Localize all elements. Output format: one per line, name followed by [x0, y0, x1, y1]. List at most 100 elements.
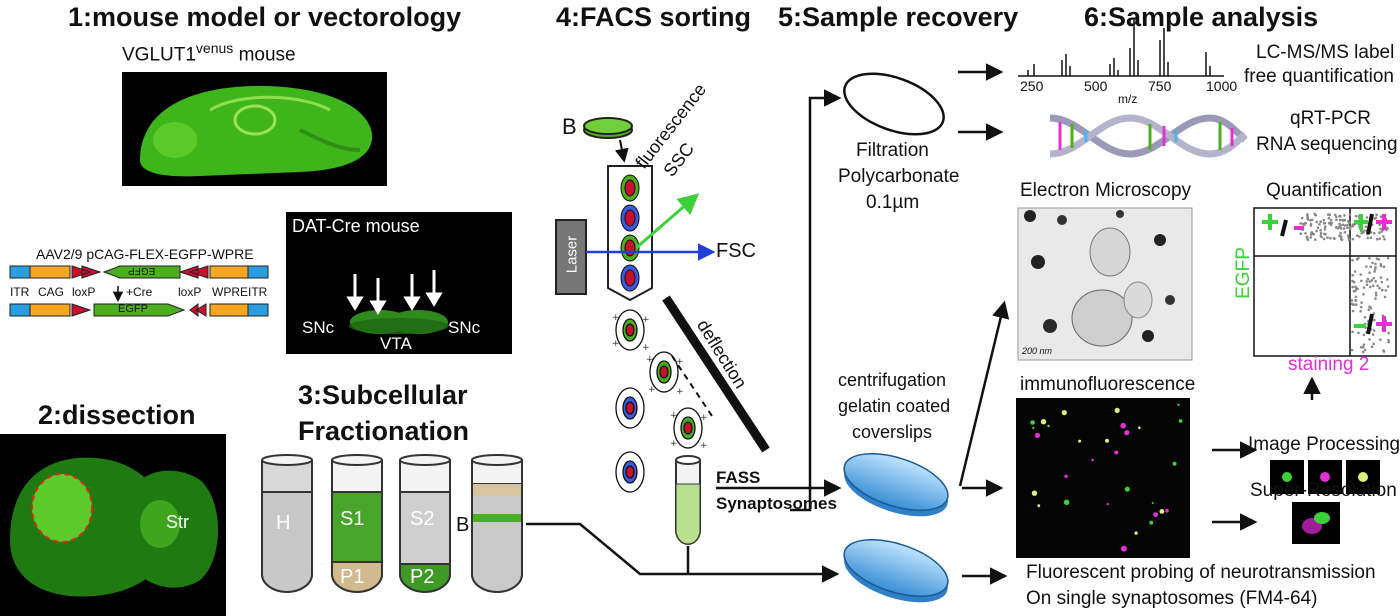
scatter-point — [1343, 224, 1347, 227]
scatter-point — [1366, 236, 1370, 240]
dat-cre-label: DAT-Cre mouse — [292, 216, 420, 236]
scatter-point — [1372, 312, 1376, 315]
vglut1-brain-image — [122, 72, 387, 186]
scatter-point — [1363, 316, 1367, 319]
mz-tick-500: 500 — [1084, 78, 1108, 94]
scatter-point — [1387, 340, 1391, 344]
facs-diagram: ++++ ++++ ++++ — [555, 117, 806, 574]
scatter-point — [1328, 213, 1332, 216]
fluorescent-puncta — [1124, 486, 1130, 492]
scatter-point — [1322, 218, 1326, 222]
scatter-point — [1305, 235, 1309, 239]
scatter-point — [1351, 309, 1355, 313]
scatter-point — [1368, 271, 1371, 275]
coverslip-bottom — [843, 538, 949, 603]
scatter-point — [1361, 350, 1365, 354]
aav-title: AAV2/9 pCAG-FLEX-EGFP-WPRE — [36, 246, 254, 262]
vector-label-loxp2: loxP — [178, 285, 202, 299]
mass-spectrum — [1018, 18, 1224, 77]
scatter-point — [1382, 235, 1385, 238]
scatter-point — [1379, 264, 1383, 268]
scatter-point — [1374, 262, 1377, 266]
scatter-point — [1386, 285, 1390, 288]
fluorescent-puncta — [1120, 422, 1126, 429]
lcms-label-1: LC-MS/MS label — [1256, 42, 1395, 63]
immunofluorescence-label: immunofluorescence — [1020, 374, 1196, 395]
scatter-point — [1341, 223, 1345, 227]
fluorescent-puncta — [1172, 461, 1177, 466]
svg-text:+: + — [612, 313, 620, 323]
scatter-point — [1354, 295, 1358, 299]
scatter-plot — [1253, 207, 1397, 357]
scatter-point — [1326, 236, 1329, 239]
tube-label-h: H — [276, 512, 291, 534]
scatter-point — [1368, 305, 1371, 308]
mz-tick-1000: 1000 — [1206, 78, 1238, 94]
svg-text:+: + — [642, 343, 650, 353]
vector-label-wpre: WPRE — [212, 285, 248, 299]
scatter-point — [1319, 234, 1322, 237]
mz-tick-250: 250 — [1020, 78, 1044, 94]
coverslips-label: coverslips — [852, 422, 933, 442]
scatter-point — [1371, 261, 1374, 265]
scatter-point — [1338, 214, 1341, 218]
scatter-point — [1354, 303, 1357, 306]
aav-construct — [9, 265, 269, 317]
vector-label-loxp1: loxP — [72, 285, 96, 299]
fluorescent-puncta — [1138, 426, 1141, 430]
scatter-point — [1353, 270, 1357, 273]
fluorescent-puncta — [1153, 512, 1158, 517]
scatter-point — [1333, 213, 1337, 217]
fluorescent-puncta — [1064, 474, 1068, 478]
synaptosomes-label: Synaptosomes — [716, 494, 837, 513]
scatter-point — [1299, 222, 1302, 225]
scatter-point — [1368, 280, 1371, 283]
svg-text:+: + — [700, 441, 708, 451]
fluorescent-puncta — [1063, 499, 1070, 506]
fluorescent-puncta — [1047, 424, 1050, 428]
scatter-point — [1360, 229, 1363, 233]
scatter-point — [1373, 267, 1377, 271]
scatter-point — [1378, 286, 1381, 290]
scatter-point — [1318, 222, 1321, 226]
fluorescent-puncta — [1105, 438, 1109, 443]
scatter-point — [1359, 345, 1363, 349]
vector-label-cre: +Cre — [126, 285, 153, 299]
scatter-point — [1365, 283, 1369, 287]
scatter-point — [1323, 221, 1327, 225]
scatter-point — [1327, 216, 1331, 220]
tube-label-p1: P1 — [340, 566, 365, 588]
scatter-point — [1339, 235, 1342, 238]
scatter-point — [1365, 280, 1368, 283]
fluorescent-puncta — [1040, 419, 1047, 425]
svg-text:+: + — [676, 357, 684, 367]
scatter-point — [1381, 288, 1384, 292]
svg-text:+: + — [700, 413, 708, 423]
fluorescent-puncta — [1165, 508, 1169, 513]
filter-ring — [843, 72, 945, 136]
scatter-point — [1360, 301, 1363, 304]
scatter-point — [1376, 284, 1379, 288]
fm-label-1: Fluorescent probing of neurotransmission — [1026, 562, 1376, 583]
scatter-point — [1360, 279, 1363, 283]
scatter-point — [1379, 215, 1383, 218]
svg-text:+: + — [642, 315, 650, 325]
scatter-point — [1365, 216, 1369, 219]
scatter-point — [1319, 231, 1323, 235]
rnaseq-label: RNA sequencing — [1256, 134, 1398, 155]
fluorescent-puncta — [1030, 420, 1035, 425]
scatter-point — [1315, 220, 1319, 224]
svg-text:+: + — [648, 385, 656, 395]
fm-label-2: On single synaptosomes (FM4-64) — [1026, 588, 1318, 609]
scatter-point — [1386, 278, 1389, 281]
scatter-point — [1351, 237, 1355, 241]
image-processing-thumbs — [1270, 460, 1380, 494]
fluorescent-puncta — [1106, 502, 1109, 506]
scatter-point — [1315, 229, 1318, 233]
scatter-point — [1376, 237, 1379, 241]
vector-label-cag: CAG — [38, 285, 65, 299]
scatter-point — [1382, 265, 1386, 269]
fluorescent-puncta — [1177, 403, 1180, 406]
str-label: Str — [166, 512, 190, 532]
scatter-point — [1329, 236, 1332, 240]
